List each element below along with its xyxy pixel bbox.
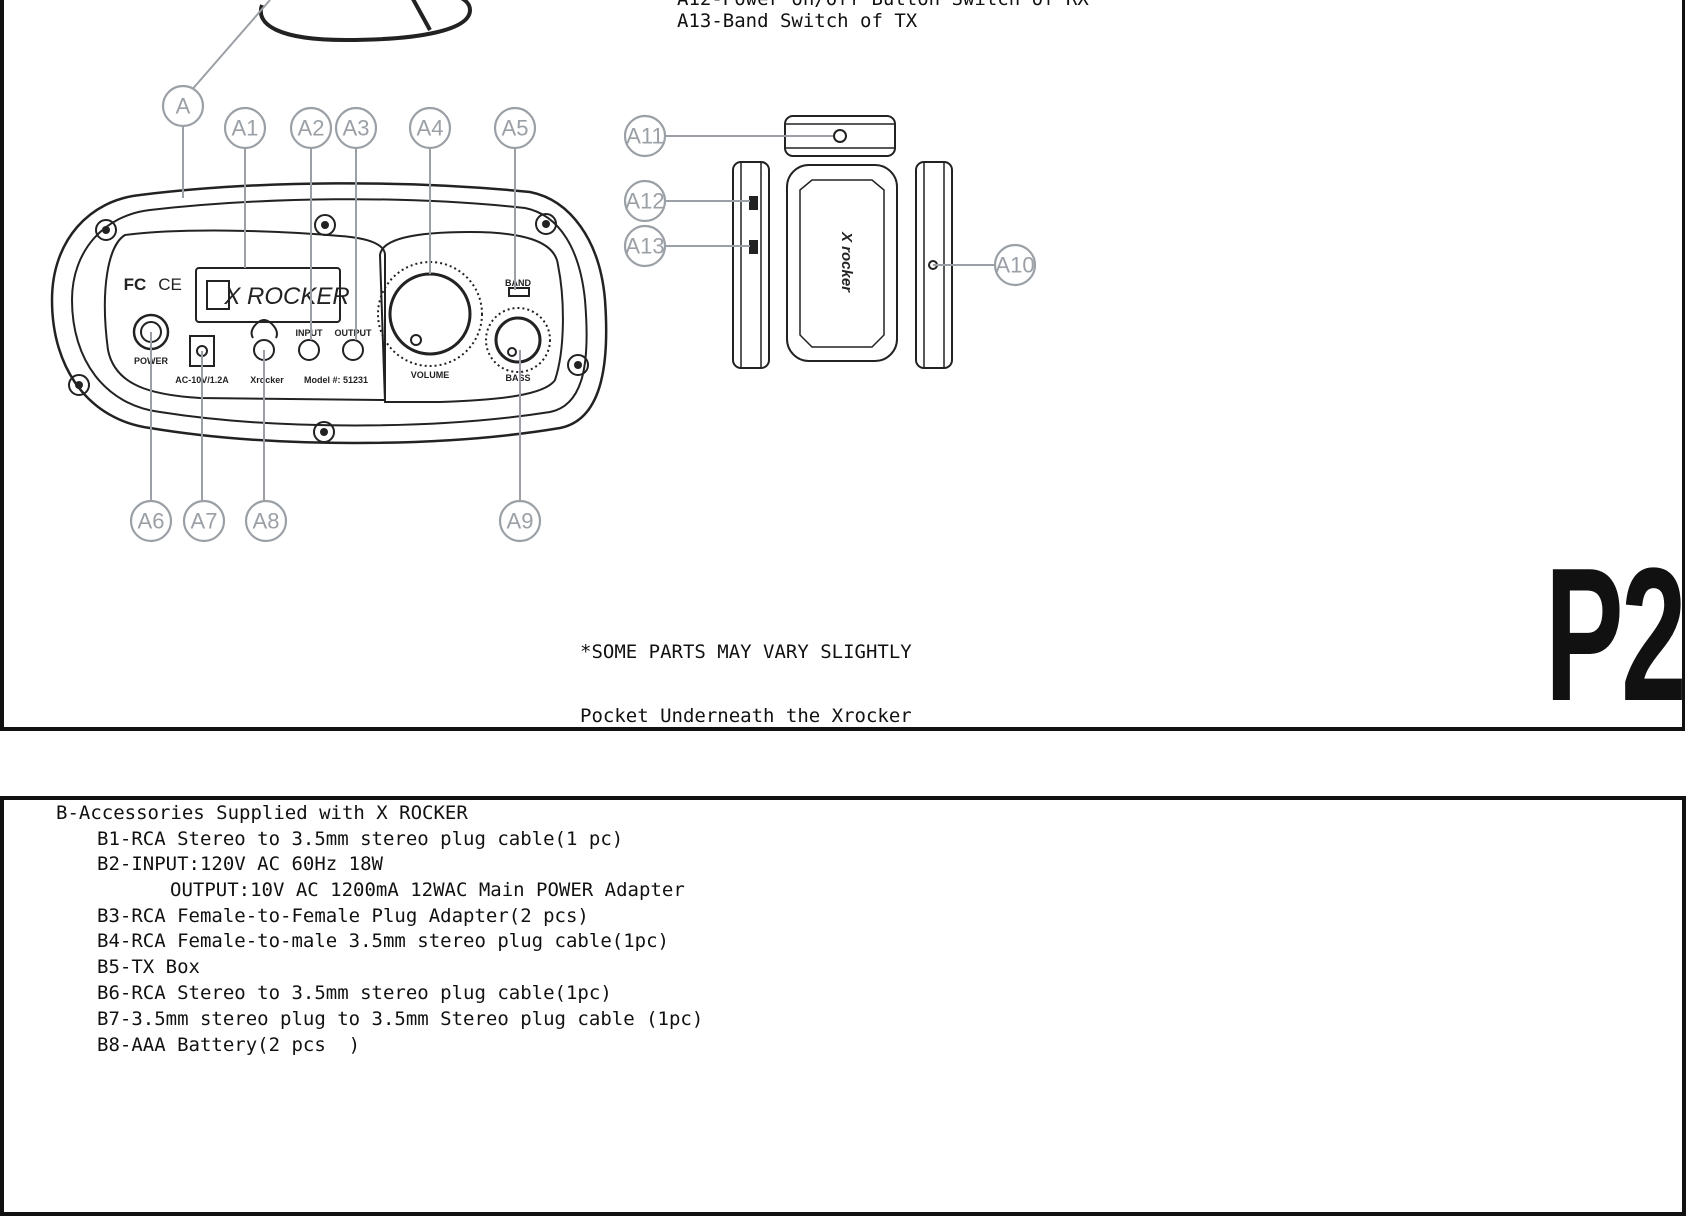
panel-outer-inner [70,198,588,427]
bass-knob [494,316,542,364]
accessory-item: B5-TX Box [97,956,200,978]
svg-text:A6: A6 [138,509,165,534]
svg-text:A1: A1 [232,116,259,141]
svg-text:A3: A3 [343,116,370,141]
xrocker-jack-hood [250,318,278,339]
output-label: OUTPUT [335,328,373,338]
callout-a11: A11 [623,114,667,158]
input-jack [298,339,320,361]
accessory-item: B3-RCA Female-to-Female Plug Adapter(2 p… [97,905,589,927]
accessory-item: B1-RCA Stereo to 3.5mm stereo plug cable… [97,828,624,850]
volume-knob [388,272,472,356]
ce-mark: CE [158,275,182,294]
callout-a1: A1 [223,106,267,150]
legend-line-a12: A12-Power on/off Button Switch of RX [677,0,1089,10]
note-parts-vary: *SOME PARTS MAY VARY SLIGHTLY [580,641,912,663]
tx-box-front-view: X rocker [786,164,898,362]
svg-text:A: A [176,94,191,119]
panel-screws [68,213,589,443]
antenna-loop [258,0,473,43]
tx-logo: X rocker [838,231,855,293]
band-switch [508,287,530,297]
tx-box-left-view [732,161,770,369]
accessory-item: B7-3.5mm stereo plug to 3.5mm Stereo plu… [97,1008,704,1030]
callout-a3: A3 [334,106,378,150]
callout-a13: A13 [623,224,667,268]
legend-line-a13: A13-Band Switch of TX [677,10,918,32]
accessory-item: B4-RCA Female-to-male 3.5mm stereo plug … [97,930,669,952]
panel-right-bezel [378,230,564,403]
panel-left-bezel [103,229,386,402]
svg-text:A8: A8 [253,509,280,534]
xrocker-label: Xrocker [250,375,284,385]
accessories-heading: B-Accessories Supplied with X ROCKER [56,802,468,824]
fcc-mark: FC [124,275,147,294]
bass-label: BASS [505,373,530,383]
band-label: BAND [505,278,531,288]
logo-x-box [206,280,230,310]
volume-scale [377,261,483,367]
leader-a [189,0,271,93]
svg-text:A12: A12 [625,189,664,214]
output-jack [342,339,364,361]
volume-label: VOLUME [411,370,450,380]
callout-a5: A5 [493,106,537,150]
svg-text:A5: A5 [502,116,529,141]
callout-a8: A8 [244,499,288,543]
input-label: INPUT [296,328,324,338]
svg-text:A11: A11 [626,124,664,149]
callout-a4: A4 [408,106,452,150]
callout-a2: A2 [289,106,333,150]
model-label: Model #: 51231 [304,375,368,385]
callout-a12: A12 [623,179,667,223]
callout-a9: A9 [498,499,542,543]
bass-scale [485,307,551,373]
callout-a: A [161,84,205,128]
svg-text:A13: A13 [625,234,664,259]
accessory-item: B2-INPUT:120V AC 60Hz 18W [97,853,383,875]
svg-text:A2: A2 [298,116,325,141]
callout-a6: A6 [129,499,173,543]
svg-text:A7: A7 [191,509,218,534]
accessory-item-continuation: OUTPUT:10V AC 1200mA 12WAC Main POWER Ad… [170,879,685,901]
page-number: P2 [1545,529,1687,741]
accessory-item: B8-AAA Battery(2 pcs ) [97,1034,361,1056]
svg-text:A9: A9 [507,509,534,534]
note-pocket: Pocket Underneath the Xrocker [580,705,912,727]
svg-text:A4: A4 [417,116,444,141]
callout-a7: A7 [182,499,226,543]
page-top-frame [0,0,1685,731]
panel-outer [50,182,608,445]
svg-text:A10: A10 [995,253,1034,278]
bass-knob-dot [507,347,517,357]
control-panel-diagram: FC CE X ROCKER POWER AC-10V/1.2A Xrocker… [50,0,1037,543]
accessory-item: B6-RCA Stereo to 3.5mm stereo plug cable… [97,982,612,1004]
antenna-wire [411,0,432,31]
logo-text: X ROCKER [223,283,349,310]
volume-knob-dot [410,334,422,346]
callout-a10: A10 [993,243,1037,287]
